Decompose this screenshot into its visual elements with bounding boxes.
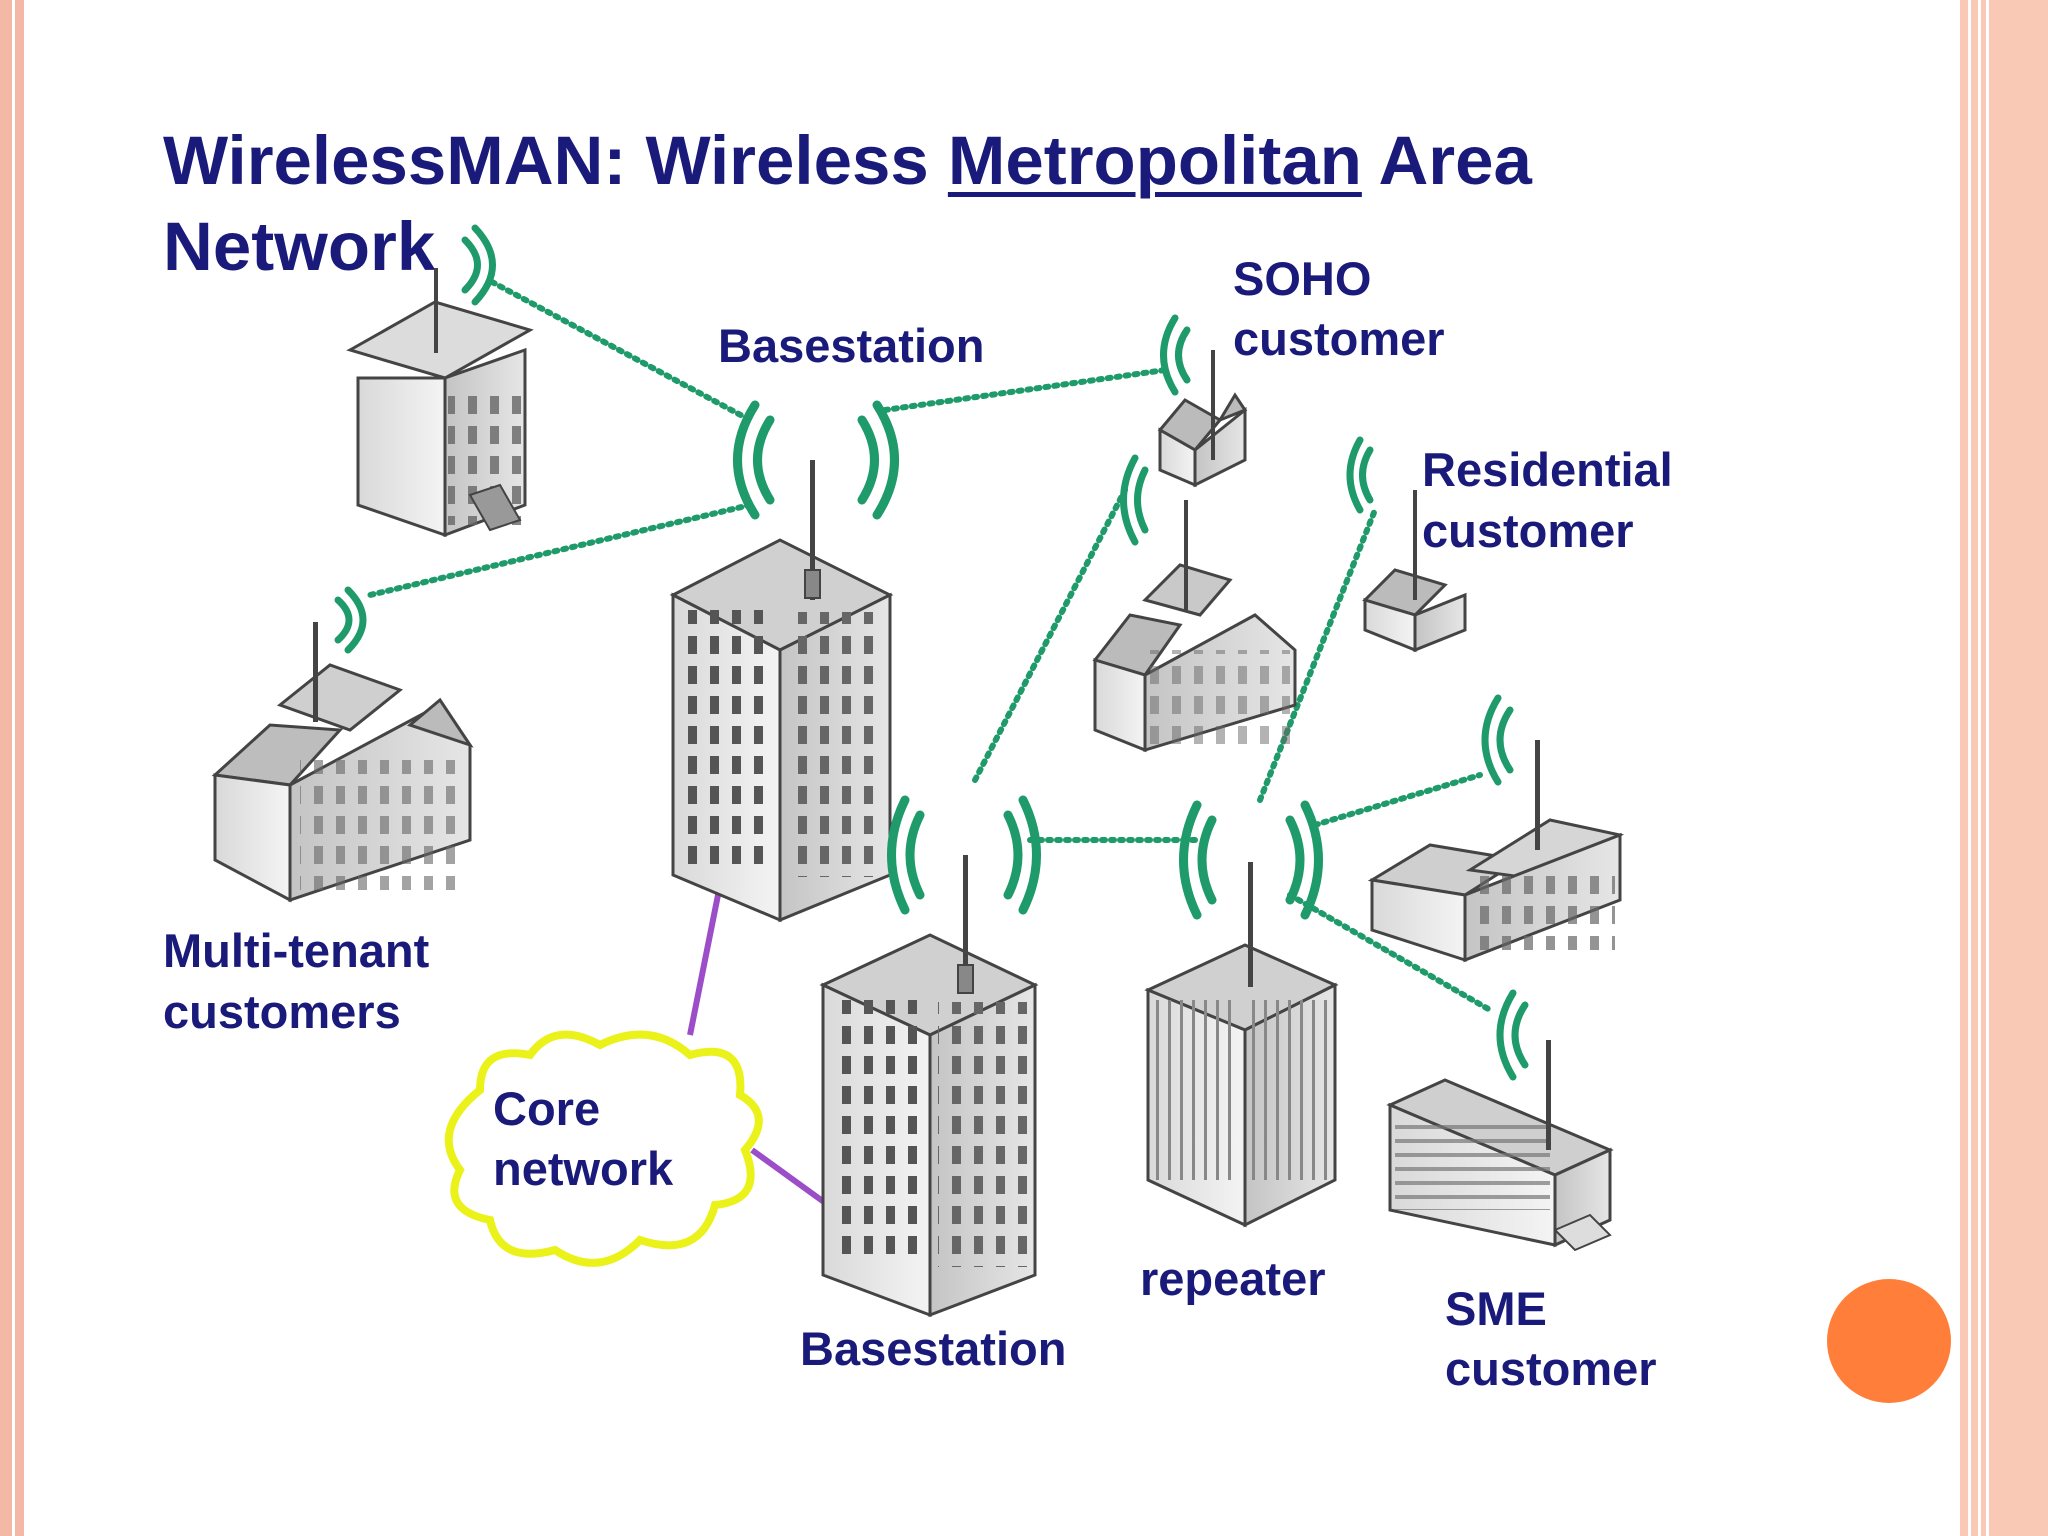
wireless-signal-icon [461, 224, 496, 306]
antenna-icon [963, 855, 968, 990]
wireless-signal-icon [1496, 989, 1529, 1081]
house-icon [211, 622, 474, 903]
soho-label-line2: customer [1233, 312, 1445, 365]
wired-links [687, 884, 837, 1213]
wireless-signal-icon [1160, 314, 1191, 396]
soho-label-line1: SOHO [1233, 252, 1371, 305]
slide-frame-left [0, 0, 24, 1536]
antenna-icon [810, 460, 815, 600]
office-building-icon [1367, 740, 1625, 963]
multitenant-label-line2: customers [163, 985, 401, 1038]
antenna-icon [1248, 862, 1253, 987]
wireless-links [367, 279, 1493, 1013]
skyscraper-icon [819, 855, 1039, 1318]
slide-title: WirelessMAN: Wireless Metropolitan Area … [163, 118, 1663, 290]
core-network-label-line2: network [493, 1142, 674, 1195]
wireless-signal-icon [887, 795, 1041, 915]
title-text-1: WirelessMAN: Wireless [163, 122, 948, 199]
sme-label-line2: customer [1445, 1342, 1657, 1395]
title-text-2: Area Network [163, 122, 1532, 285]
basestation-top-label: Basestation [718, 319, 984, 372]
wireless-signal-icon [1179, 800, 1323, 920]
antenna-icon [1211, 350, 1215, 460]
sme-label-line1: SME [1445, 1282, 1547, 1335]
wireless-signal-icon [1120, 454, 1149, 546]
wireless-signal-icon [1346, 436, 1374, 514]
skyscraper-icon [1144, 862, 1339, 1228]
antenna-icon [1413, 490, 1417, 600]
multitenant-label-line1: Multi-tenant [163, 924, 430, 977]
antenna-icon [434, 268, 438, 353]
office-building-icon [346, 268, 534, 538]
residential-label-line2: customer [1422, 504, 1634, 557]
house-icon [1157, 350, 1248, 488]
antenna-icon [1184, 500, 1188, 610]
house-icon [1092, 500, 1297, 753]
antenna-icon [1546, 1040, 1551, 1150]
core-network-label-line1: Core [493, 1082, 600, 1135]
antenna-icon [313, 622, 318, 722]
house-icon [1362, 490, 1467, 653]
basestation-bottom-label: Basestation [800, 1322, 1066, 1375]
wireless-signal-icon [334, 586, 367, 654]
decorative-orange-circle [1827, 1279, 1951, 1403]
office-building-icon [1386, 1040, 1614, 1252]
wireless-signal-icons [334, 224, 1529, 1081]
cloud-icon [444, 1030, 763, 1267]
wireless-signal-icon [1481, 694, 1514, 786]
residential-label-line1: Residential [1422, 443, 1673, 496]
slide-frame-right [1960, 0, 2048, 1536]
skyscraper-icon [669, 460, 894, 923]
wireless-signal-icon [733, 400, 899, 520]
repeater-label: repeater [1140, 1252, 1326, 1305]
antenna-icon [1535, 740, 1540, 850]
title-underlined-word: Metropolitan [947, 122, 1362, 199]
